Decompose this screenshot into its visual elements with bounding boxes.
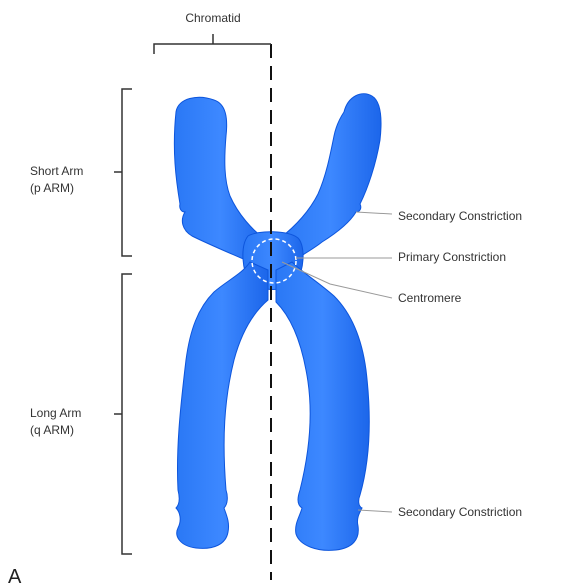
secondary-constriction-top-label: Secondary Constriction [398, 209, 522, 223]
short-arm-label-line2: (p ARM) [30, 181, 74, 195]
left-long-arm [176, 262, 268, 548]
short-arm-label: Short Arm (p ARM) [30, 164, 87, 195]
right-long-arm [276, 262, 369, 550]
chromatid-bracket [154, 34, 271, 54]
short-arm-label-line1: Short Arm [30, 164, 83, 178]
short-arm-bracket [114, 89, 132, 256]
long-arm-label: Long Arm (q ARM) [30, 406, 85, 437]
panel-letter: A [8, 566, 22, 588]
long-arm-label-line2: (q ARM) [30, 423, 74, 437]
centromere-label: Centromere [398, 291, 462, 305]
primary-constriction-label: Primary Constriction [398, 250, 506, 264]
long-arm-bracket [114, 274, 132, 554]
long-arm-label-line1: Long Arm [30, 406, 81, 420]
leader-secondary-top [356, 212, 392, 214]
chromatid-label: Chromatid [185, 11, 240, 25]
secondary-constriction-bottom-label: Secondary Constriction [398, 505, 522, 519]
leader-secondary-bottom [358, 510, 392, 512]
chromosome [174, 94, 381, 551]
